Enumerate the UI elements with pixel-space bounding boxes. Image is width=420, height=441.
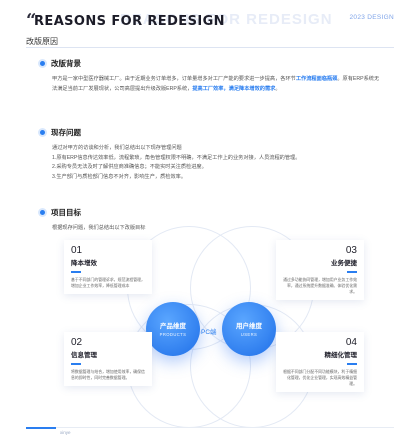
problem-item: 3.生产部门与质检部门信息不对齐，影响生产，质检效率。 <box>52 173 187 180</box>
goal-title: 降本增效 <box>71 260 97 267</box>
footer-divider <box>56 427 394 429</box>
section-head: 现存问题 <box>40 127 380 138</box>
products-sub: PRODUCTS <box>159 332 187 337</box>
section-title: 改版背景 <box>51 59 81 68</box>
section-background: 改版背景 甲方是一家中型医疗器械工厂。由于近期业务订单增多，订单量增多对工厂产能… <box>40 58 380 94</box>
goal-card: 01 降本增效 基于不同部门的管理诉求，规范流程管理，增加企业工作效率，降低管理… <box>64 240 152 294</box>
page-subtitle: 改版原因 <box>26 37 58 46</box>
year-label: 2023 DESIGN <box>349 14 394 21</box>
goal-number: 02 <box>71 337 83 348</box>
section-problems: 现存问题 通过对甲方的访谈和分析，我们总结出以下现存管理问题 1.原有ERP信息… <box>40 127 380 182</box>
goal-body: 根据不同部门分配不同功能模块，利于精细化管理，优化企业管理，实现高效精益管理。 <box>283 368 357 386</box>
goal-underline <box>71 271 81 273</box>
goals-diagram: 产品维度 PRODUCTS 用户维度 USERS PC端 01 降本增效 基于不… <box>50 226 370 428</box>
products-ball: 产品维度 PRODUCTS <box>146 302 200 356</box>
goal-card: 03 业务便捷 通过多功能协同管理，增加用户业务工作效率，通过系统提升数据准确、… <box>276 240 364 301</box>
goal-number: 01 <box>71 245 83 256</box>
bullet-dot-icon <box>40 61 45 66</box>
goal-card: 02 信息管理 将数据管理与结合，增加使用效率，确保信息的即时性，同时完善数据管… <box>64 332 152 386</box>
goal-title: 精细化管理 <box>324 352 358 359</box>
section-body: 通过对甲方的访谈和分析，我们总结出以下现存管理问题 1.原有ERP信息传达效率低… <box>52 144 380 182</box>
bullet-dot-icon <box>40 130 45 135</box>
body-text: 甲方是一家中型医疗器械工厂。由于近期业务订单增多，订单量增多对工厂产能的要求进一… <box>52 76 296 82</box>
highlight-text: 工作流程面临瓶颈 <box>295 76 338 82</box>
page-header: REASONS FOR REDESIGN “ REASONS FOR REDES… <box>0 0 420 48</box>
section-title: 项目目标 <box>51 208 81 217</box>
section-head: 改版背景 <box>40 58 380 69</box>
goal-underline <box>347 363 357 365</box>
section-title: 现存问题 <box>51 128 81 137</box>
goal-title: 业务便捷 <box>331 260 357 267</box>
goal-number: 04 <box>345 337 357 348</box>
page-title: REASONS FOR REDESIGN <box>34 14 225 29</box>
problem-item: 2.采购专员无法及时了解供应商准确信息；不能实时关注质检进度。 <box>52 164 207 170</box>
goal-body: 将数据管理与结合，增加使用效率，确保信息的即时性，同时完善数据管理。 <box>71 368 145 380</box>
section-body: 根据现存问题，我们总结出以下改版目标 <box>52 224 380 234</box>
goal-body: 通过多功能协同管理，增加用户业务工作效率，通过系统提升数据准确、体验优化需求。 <box>283 276 357 294</box>
footer-text: xinye <box>60 430 71 435</box>
goal-card: 04 精细化管理 根据不同部门分配不同功能模块，利于精细化管理，优化企业管理，实… <box>276 332 364 393</box>
section-body: 甲方是一家中型医疗器械工厂。由于近期业务订单增多，订单量增多对工厂产能的要求进一… <box>52 75 380 94</box>
goal-underline <box>71 363 81 365</box>
title-ghost-text: REASONS FOR REDESIGN <box>120 11 333 28</box>
center-label: PC端 <box>201 329 217 336</box>
goal-title: 信息管理 <box>71 352 97 359</box>
highlight-text: 提高工厂效率，满足降本增效的需求 <box>192 85 276 92</box>
section-head: 项目目标 <box>40 207 380 218</box>
problems-intro: 通过对甲方的访谈和分析，我们总结出以下现存管理问题 <box>52 145 182 151</box>
users-sub: USERS <box>240 332 258 337</box>
body-text: 。 <box>275 85 281 92</box>
quote-mark-icon: “ <box>26 10 37 31</box>
section-goals: 项目目标 根据现存问题，我们总结出以下改版目标 <box>40 207 380 234</box>
footer-accent-line <box>26 427 56 429</box>
body-text: 。原有ERP系统无法满足当前工厂发展现状，公司高层提出升级改版ERP系统， <box>52 76 380 92</box>
products-label: 产品维度 <box>160 323 186 330</box>
bullet-dot-icon <box>40 210 45 215</box>
header-divider <box>26 47 394 48</box>
goals-intro: 根据现存问题，我们总结出以下改版目标 <box>52 225 146 231</box>
goal-number: 03 <box>345 245 357 256</box>
goal-body: 基于不同部门的管理诉求，规范流程管理，增加企业工作效率，降低管理成本 <box>71 276 145 288</box>
users-ball: 用户维度 USERS <box>222 302 276 356</box>
users-label: 用户维度 <box>236 323 262 330</box>
goal-underline <box>347 271 357 273</box>
problem-item: 1.原有ERP信息传达效率低，流程繁琐，角色管理权限不明确，不满足工作上的业务对… <box>52 154 301 161</box>
